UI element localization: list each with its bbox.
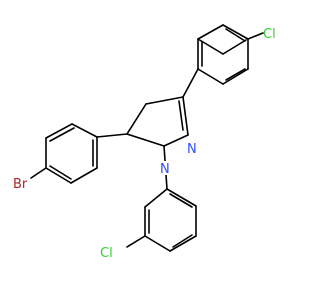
atom-labels: Cl Br N N Cl — [13, 27, 276, 261]
atom-label-cl-top: Cl — [263, 27, 276, 42]
bond — [49, 165, 72, 180]
bond — [166, 188, 197, 207]
bond — [182, 68, 199, 98]
atom-label-n-lower: N — [160, 162, 170, 177]
bond — [222, 24, 249, 40]
bond — [197, 24, 224, 40]
bond — [163, 134, 189, 147]
bond — [71, 123, 98, 138]
bond — [144, 188, 168, 208]
bond — [145, 96, 184, 105]
atom-label-cl-bottom: Cl — [100, 246, 113, 261]
bond — [225, 68, 246, 81]
bond — [126, 235, 146, 248]
bond — [45, 123, 73, 139]
bond — [49, 127, 75, 142]
bond — [169, 193, 193, 208]
molecule-diagram: Cl Br N N Cl — [13, 24, 276, 261]
bond — [126, 103, 147, 135]
bond — [70, 167, 98, 184]
bond — [144, 235, 171, 252]
bond — [197, 68, 224, 85]
bond — [96, 133, 128, 138]
bond — [247, 32, 264, 40]
bond — [45, 167, 72, 184]
bond — [182, 96, 189, 136]
bond — [178, 100, 184, 131]
bond — [225, 28, 246, 42]
bond — [126, 133, 165, 147]
atom-label-n-upper: N — [187, 142, 197, 157]
bond — [222, 39, 247, 55]
bonds — [30, 24, 264, 252]
bond — [169, 235, 197, 252]
bond — [222, 68, 249, 85]
bond — [172, 234, 193, 248]
atom-label-br: Br — [13, 177, 28, 192]
bond — [30, 167, 47, 179]
